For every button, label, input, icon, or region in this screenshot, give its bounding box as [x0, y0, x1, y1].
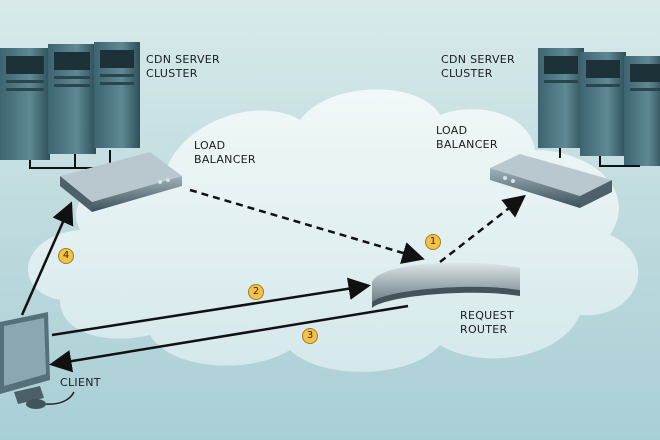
step-marker-2: 2 [248, 284, 264, 300]
server-tower-3 [94, 42, 140, 148]
left-server-cluster [0, 42, 140, 169]
step-marker-1: 1 [425, 234, 441, 250]
request-router [372, 262, 520, 308]
arrows [20, 188, 526, 373]
server-tower-2 [48, 44, 96, 154]
label-lb-right: LOAD BALANCER [436, 124, 498, 151]
arrow-client-router [51, 277, 371, 337]
step-marker-3: 3 [302, 328, 318, 344]
server-tower-1 [0, 48, 50, 160]
right-load-balancer [490, 154, 612, 208]
label-client: CLIENT [60, 376, 101, 389]
server-tower-4 [538, 48, 584, 148]
arrow-lb-left-router [189, 188, 425, 264]
client-computer [0, 312, 75, 409]
right-server-cluster [538, 48, 660, 167]
label-lb-left: LOAD BALANCER [194, 139, 256, 166]
label-cdn-left: CDN SERVER CLUSTER [146, 53, 220, 80]
network-cloud [27, 89, 639, 372]
step-marker-4: 4 [58, 248, 74, 264]
server-tower-5 [580, 52, 626, 156]
arrow-router-client [49, 304, 409, 373]
arrow-client-lb-left [20, 201, 74, 316]
label-request-router: REQUEST ROUTER [460, 309, 515, 336]
arrow-router-lb-right [439, 194, 526, 263]
left-load-balancer [60, 152, 182, 212]
server-tower-6 [624, 56, 660, 166]
label-cdn-right: CDN SERVER CLUSTER [441, 53, 515, 80]
